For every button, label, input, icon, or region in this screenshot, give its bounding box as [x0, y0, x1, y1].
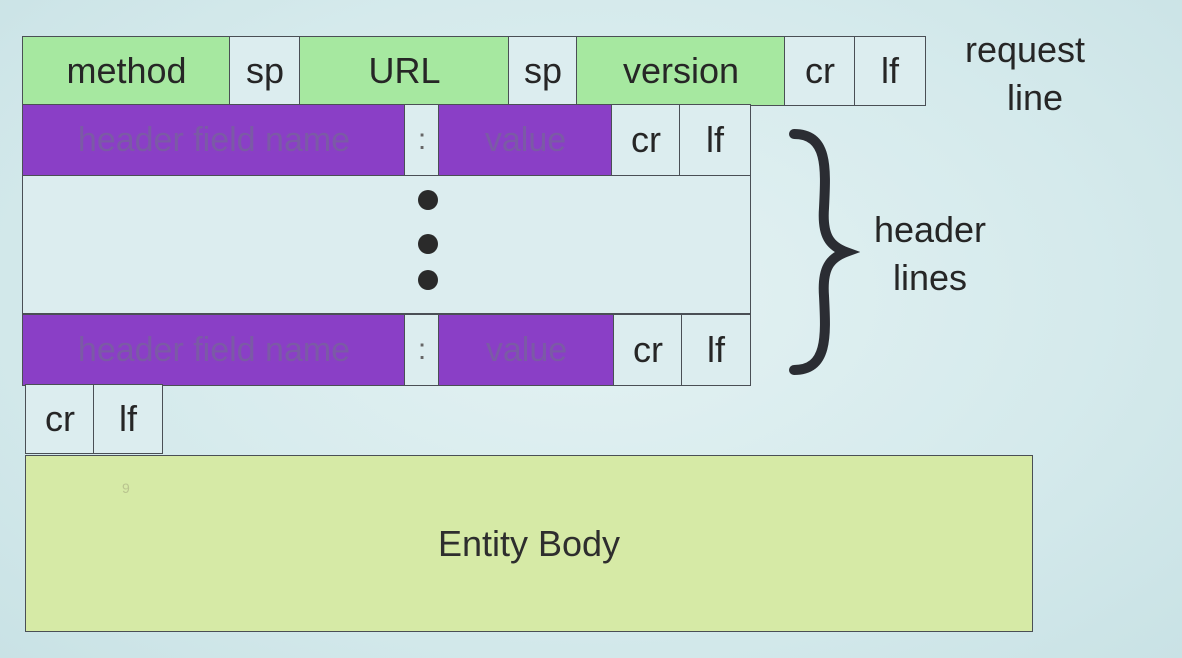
- cr-field-header-1: cr: [611, 104, 681, 176]
- lf-label-header-2: lf: [707, 329, 725, 370]
- header-lines-label-2: lines: [892, 257, 968, 298]
- ellipsis-dot-3: [418, 270, 438, 290]
- request-line-label-2: line: [1006, 77, 1064, 118]
- sp-field-1: sp: [229, 36, 301, 106]
- method-label: method: [66, 50, 187, 91]
- version-label: version: [622, 50, 740, 91]
- colon-1-label: :: [417, 123, 427, 156]
- header-value-2: value: [438, 314, 615, 386]
- header-lines-label: header lines: [855, 206, 1005, 302]
- entity-body: Entity Body: [25, 455, 1033, 632]
- lf-label-blank: lf: [119, 398, 137, 439]
- version-field: version: [576, 36, 786, 106]
- request-line-label: request line: [950, 26, 1100, 122]
- lf-label-request: lf: [881, 50, 899, 91]
- curly-brace-icon: [789, 129, 860, 375]
- colon-2-label: :: [417, 333, 427, 366]
- lf-field-header-2: lf: [681, 314, 751, 386]
- cr-label-header-2: cr: [633, 329, 663, 370]
- header-lines-label-1: header: [873, 209, 987, 250]
- sp-field-2: sp: [508, 36, 578, 106]
- sp-label-1: sp: [245, 50, 285, 91]
- lf-field-blank: lf: [93, 384, 163, 454]
- ellipsis-dot-1: [418, 190, 438, 210]
- entity-body-label: Entity Body: [437, 522, 621, 564]
- header-value-1: value: [438, 104, 613, 176]
- colon-1: :: [404, 104, 440, 176]
- colon-2: :: [404, 314, 440, 386]
- header-value-1-label: value: [484, 120, 567, 159]
- header-field-name-2: header field name: [22, 314, 406, 386]
- header-field-name-1: header field name: [22, 104, 406, 176]
- header-field-name-1-label: header field name: [77, 120, 351, 159]
- lf-field-header-1: lf: [679, 104, 751, 176]
- method-field: method: [22, 36, 231, 106]
- ellipsis-dot-2: [418, 234, 438, 254]
- cr-field-request: cr: [784, 36, 856, 106]
- header-value-2-label: value: [485, 330, 568, 369]
- request-line-label-1: request: [964, 29, 1086, 70]
- lf-field-request: lf: [854, 36, 926, 106]
- cr-label-blank: cr: [45, 398, 75, 439]
- url-field: URL: [299, 36, 510, 106]
- cr-label-request: cr: [805, 50, 835, 91]
- cr-label-header-1: cr: [631, 119, 661, 160]
- cr-field-header-2: cr: [613, 314, 683, 386]
- cr-field-blank: cr: [25, 384, 95, 454]
- sp-label-2: sp: [523, 50, 563, 91]
- url-label: URL: [368, 50, 441, 91]
- header-field-name-2-label: header field name: [77, 330, 351, 369]
- lf-label-header-1: lf: [706, 119, 724, 160]
- faint-mark: 9: [122, 480, 130, 496]
